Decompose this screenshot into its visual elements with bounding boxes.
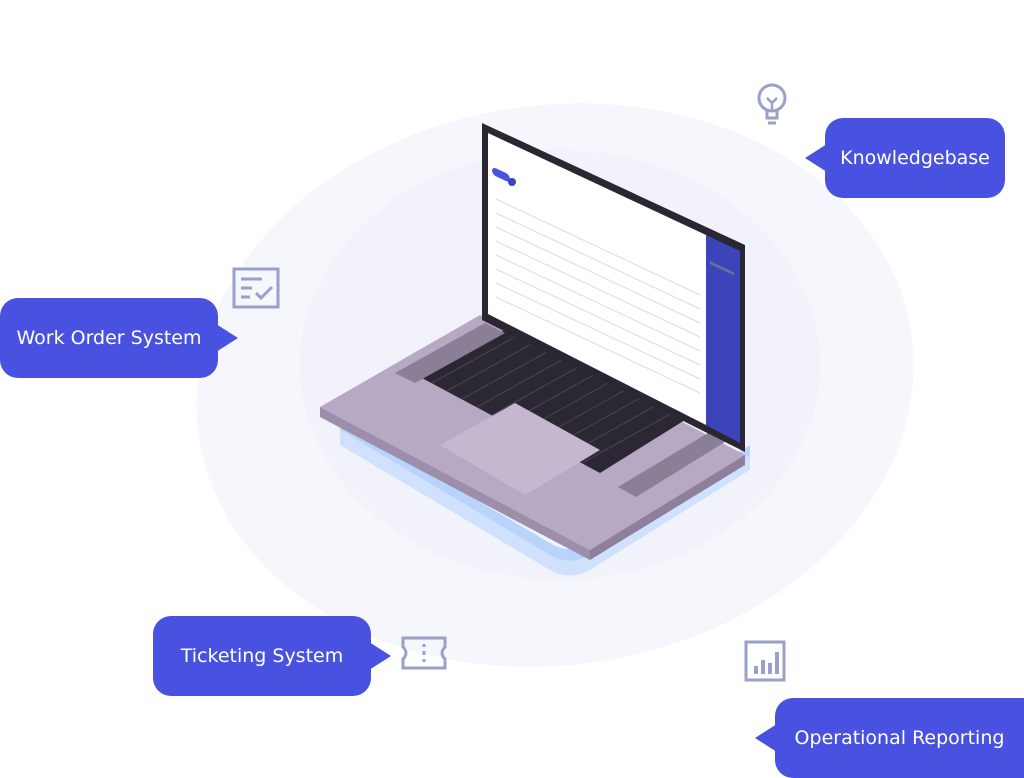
speaker-right [618, 433, 725, 497]
screen-button [492, 167, 510, 182]
reporting-bubble: Operational Reporting [755, 698, 1024, 778]
screen-display [488, 133, 706, 425]
work-order-bubble: Work Order System [0, 298, 238, 378]
bubble-tail [369, 642, 391, 670]
bubble-tail [755, 724, 777, 752]
laptop-base-side [320, 407, 590, 560]
knowledgebase-bubble: Knowledgebase [805, 118, 1005, 198]
screen-dot [508, 178, 516, 186]
reporting-label: Operational Reporting [794, 727, 1005, 749]
ticketing-bubble: Ticketing System [153, 616, 391, 696]
laptop-base-front [590, 455, 745, 560]
bubble-tail [805, 144, 827, 172]
speaker-left [395, 323, 505, 383]
work-order-label: Work Order System [16, 327, 202, 349]
laptop-illustration [320, 123, 750, 576]
bubble-tail [216, 324, 238, 352]
ticket-icon [400, 635, 448, 671]
screen-sidebar [706, 235, 740, 443]
bar-chart-icon [744, 640, 786, 682]
keyboard [420, 327, 685, 473]
checklist-icon [232, 267, 280, 309]
trackpad [440, 403, 600, 495]
ticketing-label: Ticketing System [180, 645, 344, 667]
knowledgebase-label: Knowledgebase [840, 147, 990, 169]
lightbulb-icon [754, 82, 790, 128]
